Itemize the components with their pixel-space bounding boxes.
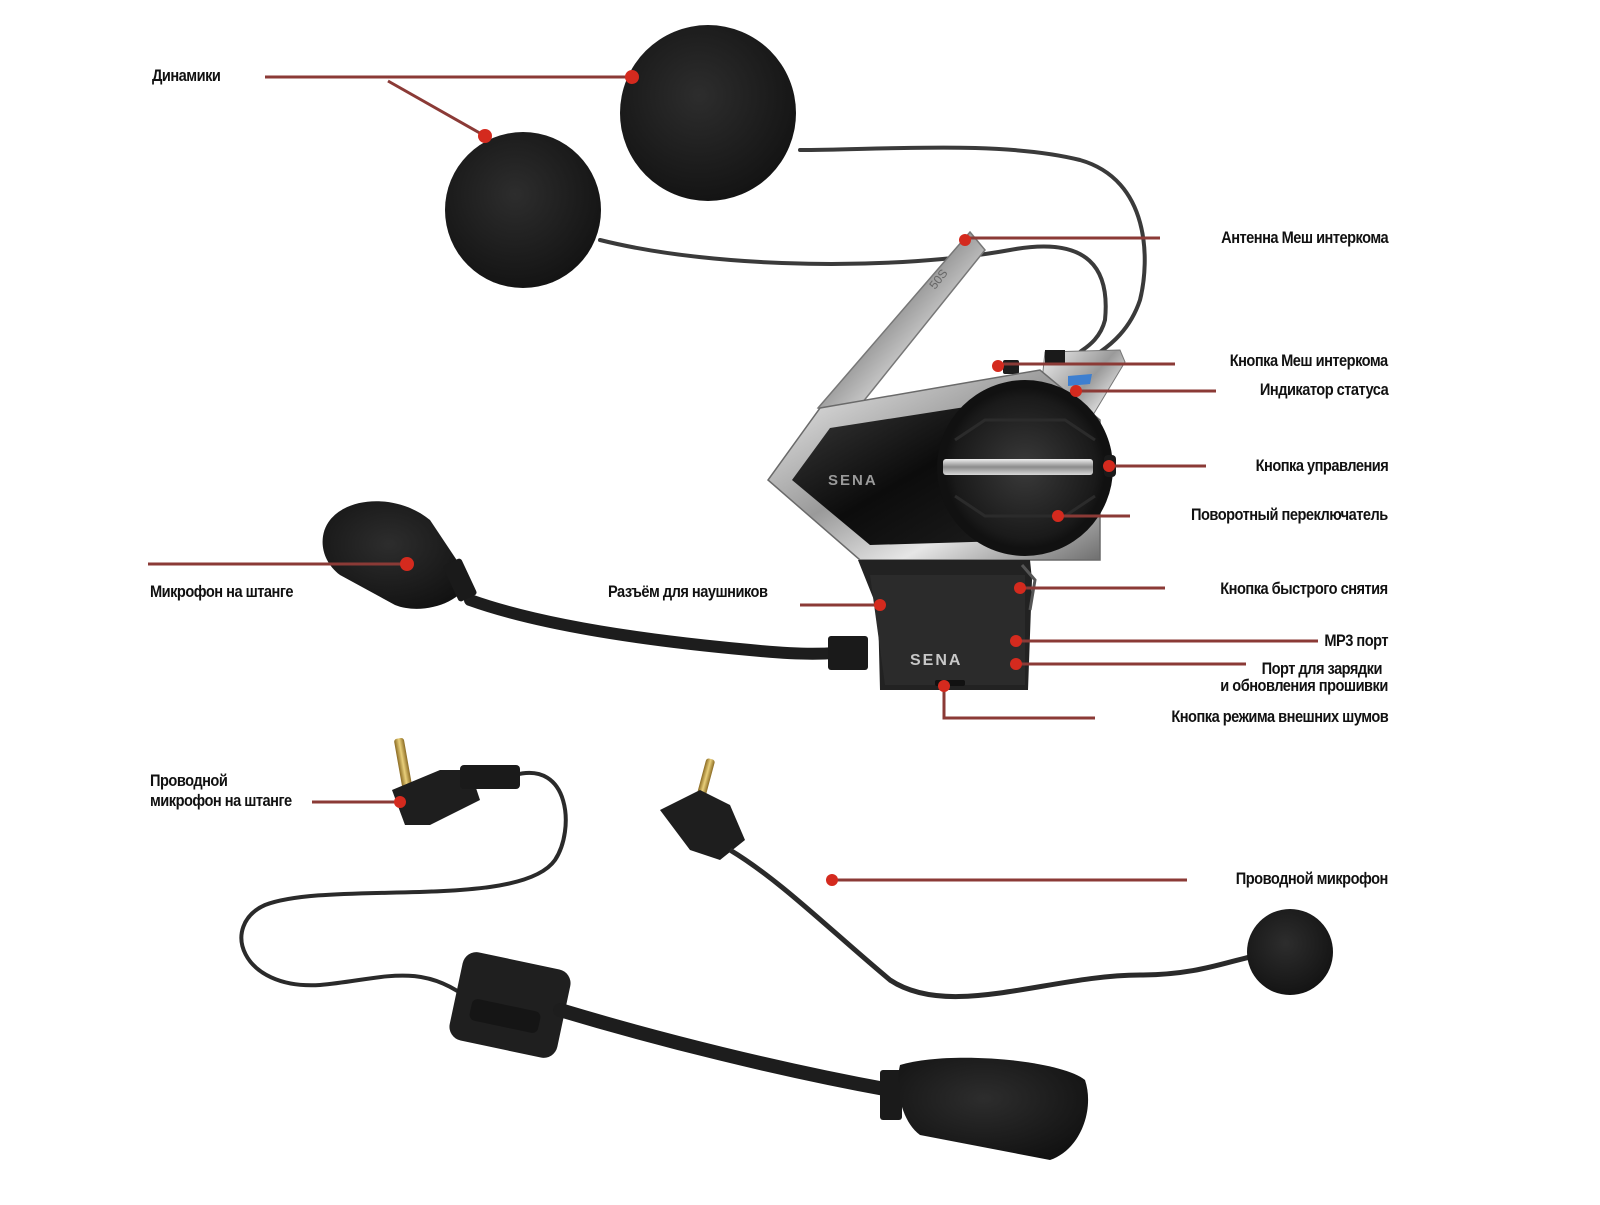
speaker-cables [598,145,1147,354]
brand-logo-top: SENA [828,472,878,489]
dot-mesh-antenna [959,234,971,246]
label-quick-release: Кнопка быстрого снятия [1220,579,1389,598]
label-ambient-mode-button: Кнопка режима внешних шумов [1171,707,1388,726]
dot-control-button [1103,460,1115,472]
speaker-left [445,132,601,288]
label-headset-jack: Разъём для наушников [608,582,768,601]
label-jog-dial: Поворотный переключатель [1191,505,1388,524]
label-mesh-button: Кнопка Меш интеркома [1230,351,1388,370]
dot-mp3-port [1010,635,1022,647]
dot-speaker-left [478,129,492,143]
label-mp3-port: MP3 порт [1324,631,1388,650]
label-charge-port-line2: и обновления прошивки [1220,676,1388,695]
dot-speaker-right [625,70,639,84]
speaker-right [620,25,796,201]
dot-wired-boom-mic [394,796,406,808]
label-wired-mic: Проводной микрофон [1235,869,1389,888]
label-speakers: Динамики [152,66,221,85]
main-unit: 50S SENA SENA [766,230,1126,690]
boom-mic-attached [322,501,868,670]
dot-quick-release [1014,582,1026,594]
wired-boom-mic [239,737,1089,1160]
dot-boom-mic [400,557,414,571]
dot-wired-mic [826,874,838,886]
callout-dots [394,70,1115,886]
dot-jog-dial [1052,510,1064,522]
dot-status-led [1070,385,1082,397]
label-boom-mic: Микрофон на штанге [150,582,294,601]
label-mesh-antenna: Антенна Меш интеркома [1221,228,1388,247]
leader-lines [148,75,1318,882]
brand-logo-clamp: SENA [910,652,962,669]
dot-charge-port [1010,658,1022,670]
label-wired-boom-mic-line2: микрофон на штанге [150,791,292,810]
label-wired-boom-mic-line1: Проводной [150,771,228,790]
dot-mesh-button [992,360,1004,372]
label-control-button: Кнопка управления [1255,456,1388,475]
dot-headset-jack [874,599,886,611]
wired-mic [660,758,1333,1000]
label-charge-port-line1: Порт для зарядки [1261,659,1383,678]
dot-ambient-button [938,680,950,692]
label-status-led: Индикатор статуса [1259,380,1389,399]
